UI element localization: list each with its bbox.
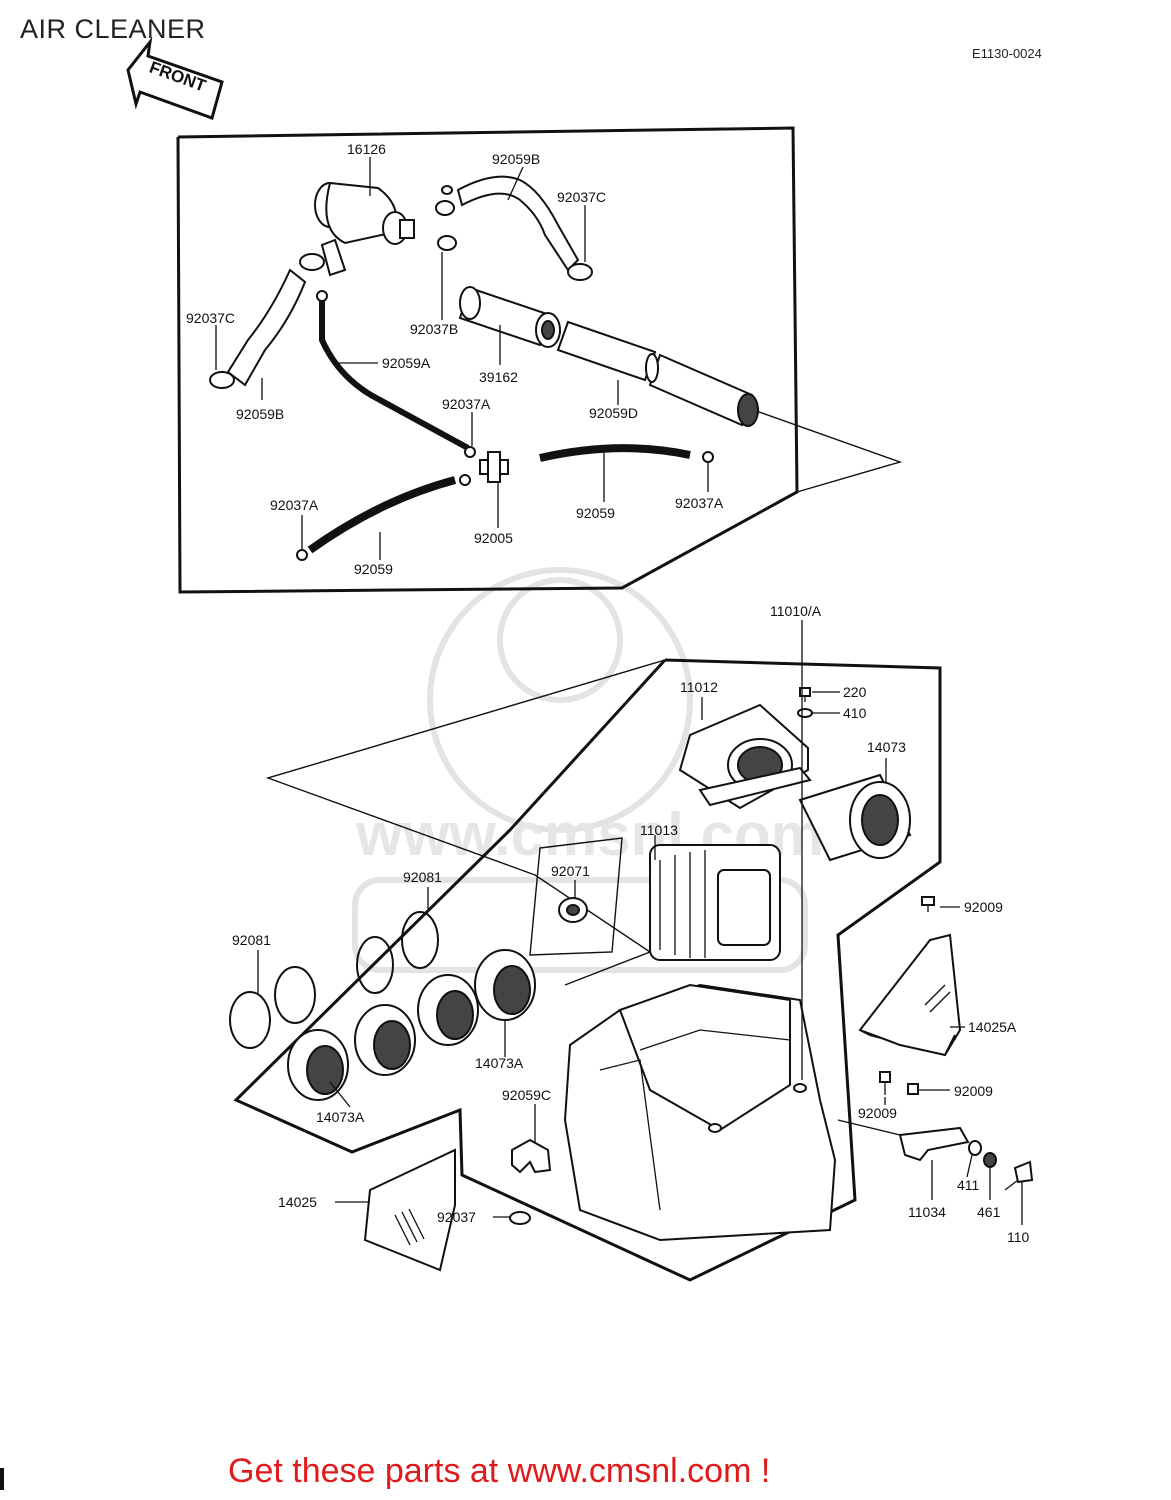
clamp-small-upper[interactable] <box>316 290 328 302</box>
label-92009-r: 92009 <box>954 1083 993 1099</box>
label-14073A-left: 14073A <box>316 1109 365 1125</box>
label-11010A: 11010/A <box>770 603 822 619</box>
edge-mark <box>0 1468 4 1490</box>
clamp-92037A-mid[interactable] <box>464 446 476 458</box>
label-92037C-top: 92037C <box>557 189 606 205</box>
hose-92059D[interactable] <box>556 320 759 427</box>
label-411: 411 <box>957 1177 980 1193</box>
lower-section-frame <box>233 658 942 1282</box>
label-92037A-mid: 92037A <box>442 396 491 412</box>
bolt-92009-right-icon[interactable] <box>907 1083 919 1095</box>
label-14073A-right: 14073A <box>475 1055 524 1071</box>
label-16126: 16126 <box>347 141 386 157</box>
bolt-110-icon[interactable] <box>1004 1160 1034 1191</box>
clamp-92037B-icon[interactable] <box>435 185 457 251</box>
diagram-code: E1130-0024 <box>972 46 1042 61</box>
label-14073: 14073 <box>867 739 906 755</box>
grommet-92071[interactable] <box>529 837 623 956</box>
nut-461-icon[interactable] <box>983 1152 997 1168</box>
elbow-92059C[interactable] <box>511 1138 552 1174</box>
filter-39162[interactable] <box>458 286 561 348</box>
duct-14073[interactable] <box>798 773 912 862</box>
bolt-92009-left-icon[interactable] <box>879 1071 891 1095</box>
label-92059B-top: 92059B <box>492 151 540 167</box>
o-rings-92081[interactable] <box>229 911 439 1049</box>
label-14025: 14025 <box>278 1194 317 1210</box>
label-92037: 92037 <box>437 1209 476 1225</box>
label-92037A-right: 92037A <box>675 495 724 511</box>
leader-lines <box>215 157 1023 1225</box>
hose-92059-right[interactable] <box>539 444 691 462</box>
front-arrow-icon: FRONT <box>126 36 224 120</box>
label-92059B-left: 92059B <box>236 406 284 422</box>
label-92081-top: 92081 <box>403 869 442 885</box>
label-92037C-left: 92037C <box>186 310 235 326</box>
label-410: 410 <box>843 705 867 721</box>
bracket-14025A[interactable] <box>858 933 962 1057</box>
part-labels: 16126 92059B 92037C 92037C 92037B 92059A… <box>186 141 1030 1245</box>
bracket-11034[interactable] <box>898 1126 970 1162</box>
label-92059-right: 92059 <box>576 505 615 521</box>
label-39162: 39162 <box>479 369 518 385</box>
washer-411-icon[interactable] <box>968 1140 982 1156</box>
upper-section-frame <box>176 126 799 594</box>
label-92009-top: 92009 <box>964 899 1003 915</box>
air-cleaner-housing[interactable] <box>563 983 837 1242</box>
clamp-92037A-left[interactable] <box>296 549 308 561</box>
bolt-92009-top-icon[interactable] <box>921 896 935 912</box>
valve-16126[interactable] <box>314 181 415 277</box>
label-92059D: 92059D <box>589 405 638 421</box>
clamp-92037C-left[interactable] <box>209 371 235 389</box>
label-14025A: 14025A <box>968 1019 1017 1035</box>
clamp-92037A-right[interactable] <box>702 451 714 463</box>
filter-element-11013[interactable] <box>649 844 781 961</box>
label-11012: 11012 <box>680 679 718 695</box>
ducts-14073A[interactable] <box>287 949 536 1101</box>
page-title: AIR CLEANER <box>20 14 206 44</box>
label-461: 461 <box>977 1204 1001 1220</box>
fitting-92005[interactable] <box>479 451 509 483</box>
label-92009-l: 92009 <box>858 1105 897 1121</box>
clamp-92037C-upper-left[interactable] <box>299 253 325 271</box>
bolt-220-icon[interactable] <box>799 687 811 702</box>
hose-92059A[interactable] <box>319 300 470 451</box>
clamp-92037C-top[interactable] <box>567 263 593 281</box>
label-92081-left: 92081 <box>232 932 271 948</box>
cover-11012[interactable] <box>678 703 812 810</box>
label-92071: 92071 <box>551 863 590 879</box>
label-92005: 92005 <box>474 530 513 546</box>
label-92059C: 92059C <box>502 1087 551 1103</box>
link-line-lower <box>265 659 666 986</box>
washer-410-icon[interactable] <box>797 708 813 718</box>
label-11013: 11013 <box>640 822 678 838</box>
label-92059A: 92059A <box>382 355 431 371</box>
footer-link[interactable]: Get these parts at www.cmsnl.com ! <box>228 1452 771 1490</box>
label-92037A-left: 92037A <box>270 497 319 513</box>
label-11034: 11034 <box>908 1204 946 1220</box>
label-110: 110 <box>1007 1229 1030 1245</box>
label-92037B: 92037B <box>410 321 458 337</box>
label-92059-left: 92059 <box>354 561 393 577</box>
clamp-small-lower[interactable] <box>459 474 471 486</box>
hose-92059-left[interactable] <box>307 476 457 554</box>
hose-92059B-top[interactable] <box>456 175 580 272</box>
hose-92059B-left[interactable] <box>226 268 307 387</box>
link-line-upper <box>744 406 903 493</box>
label-220: 220 <box>843 684 867 700</box>
clamp-92037[interactable] <box>509 1211 531 1225</box>
bracket-14025[interactable] <box>363 1148 456 1272</box>
